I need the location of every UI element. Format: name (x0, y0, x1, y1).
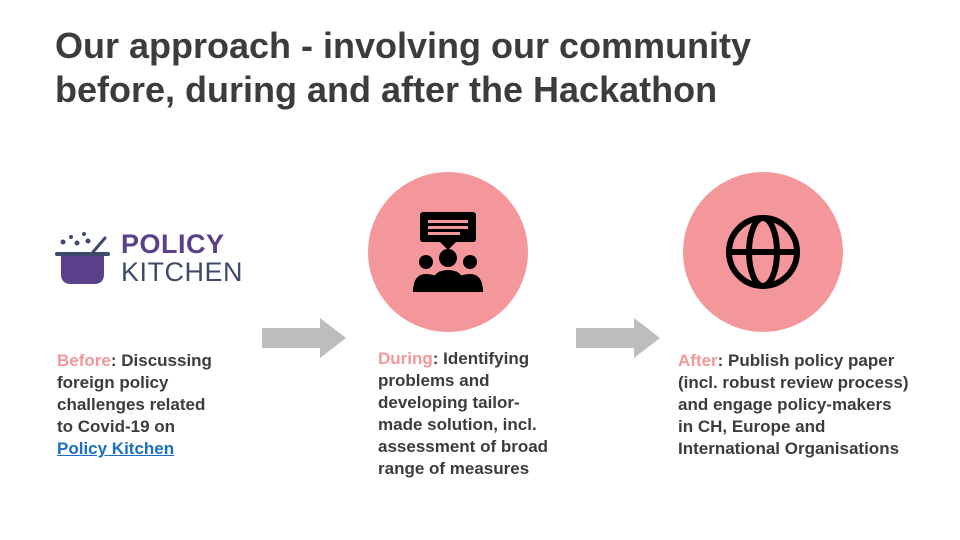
step-before-label: Before (57, 351, 111, 370)
slide-title: Our approach - involving our community b… (55, 24, 915, 112)
after-circle (683, 172, 843, 332)
step-during-text: : Identifying (432, 349, 530, 368)
step-during-text: developing tailor- (378, 393, 520, 412)
globe-icon (726, 215, 800, 289)
step-before-text: : Discussing (110, 351, 212, 370)
title-line-2: before, during and after the Hackathon (55, 69, 718, 110)
step-during-label: During (378, 349, 433, 368)
logo-word-policy: POLICY (121, 229, 225, 259)
logo-word-kitchen: KITCHEN (121, 257, 244, 287)
step-after-text: International Organisations (678, 439, 900, 458)
during-circle (368, 172, 528, 332)
step-before-text: to Covid-19 on (57, 417, 176, 436)
step-after-label: After (678, 351, 718, 370)
title-line-1: Our approach - involving our community (55, 25, 752, 66)
step-after-text: (incl. robust review process) (678, 373, 909, 392)
step-after-text: in CH, Europe and (678, 417, 826, 436)
chat-group-icon (413, 212, 483, 292)
step-before: Before: Discussing foreign policy challe… (57, 350, 267, 460)
arrow-right-icon (576, 318, 660, 358)
policy-kitchen-logo: POLICY KITCHEN (55, 228, 255, 288)
step-during-text: problems and (378, 371, 490, 390)
arrow-right-icon (262, 318, 346, 358)
step-during-text: made solution, incl. (378, 415, 537, 434)
policy-kitchen-link[interactable]: Policy Kitchen (57, 439, 175, 458)
step-during-text: assessment of broad (378, 437, 549, 456)
step-before-text: foreign policy (57, 373, 169, 392)
step-during-text: range of measures (378, 459, 530, 478)
step-after-text: : Publish policy paper (717, 351, 895, 370)
step-after: After: Publish policy paper (incl. robus… (678, 350, 948, 460)
step-during: During: Identifying problems and develop… (378, 348, 598, 480)
cooking-pot-icon (55, 232, 110, 284)
step-after-text: and engage policy-makers (678, 395, 892, 414)
step-before-text: challenges related (57, 395, 206, 414)
